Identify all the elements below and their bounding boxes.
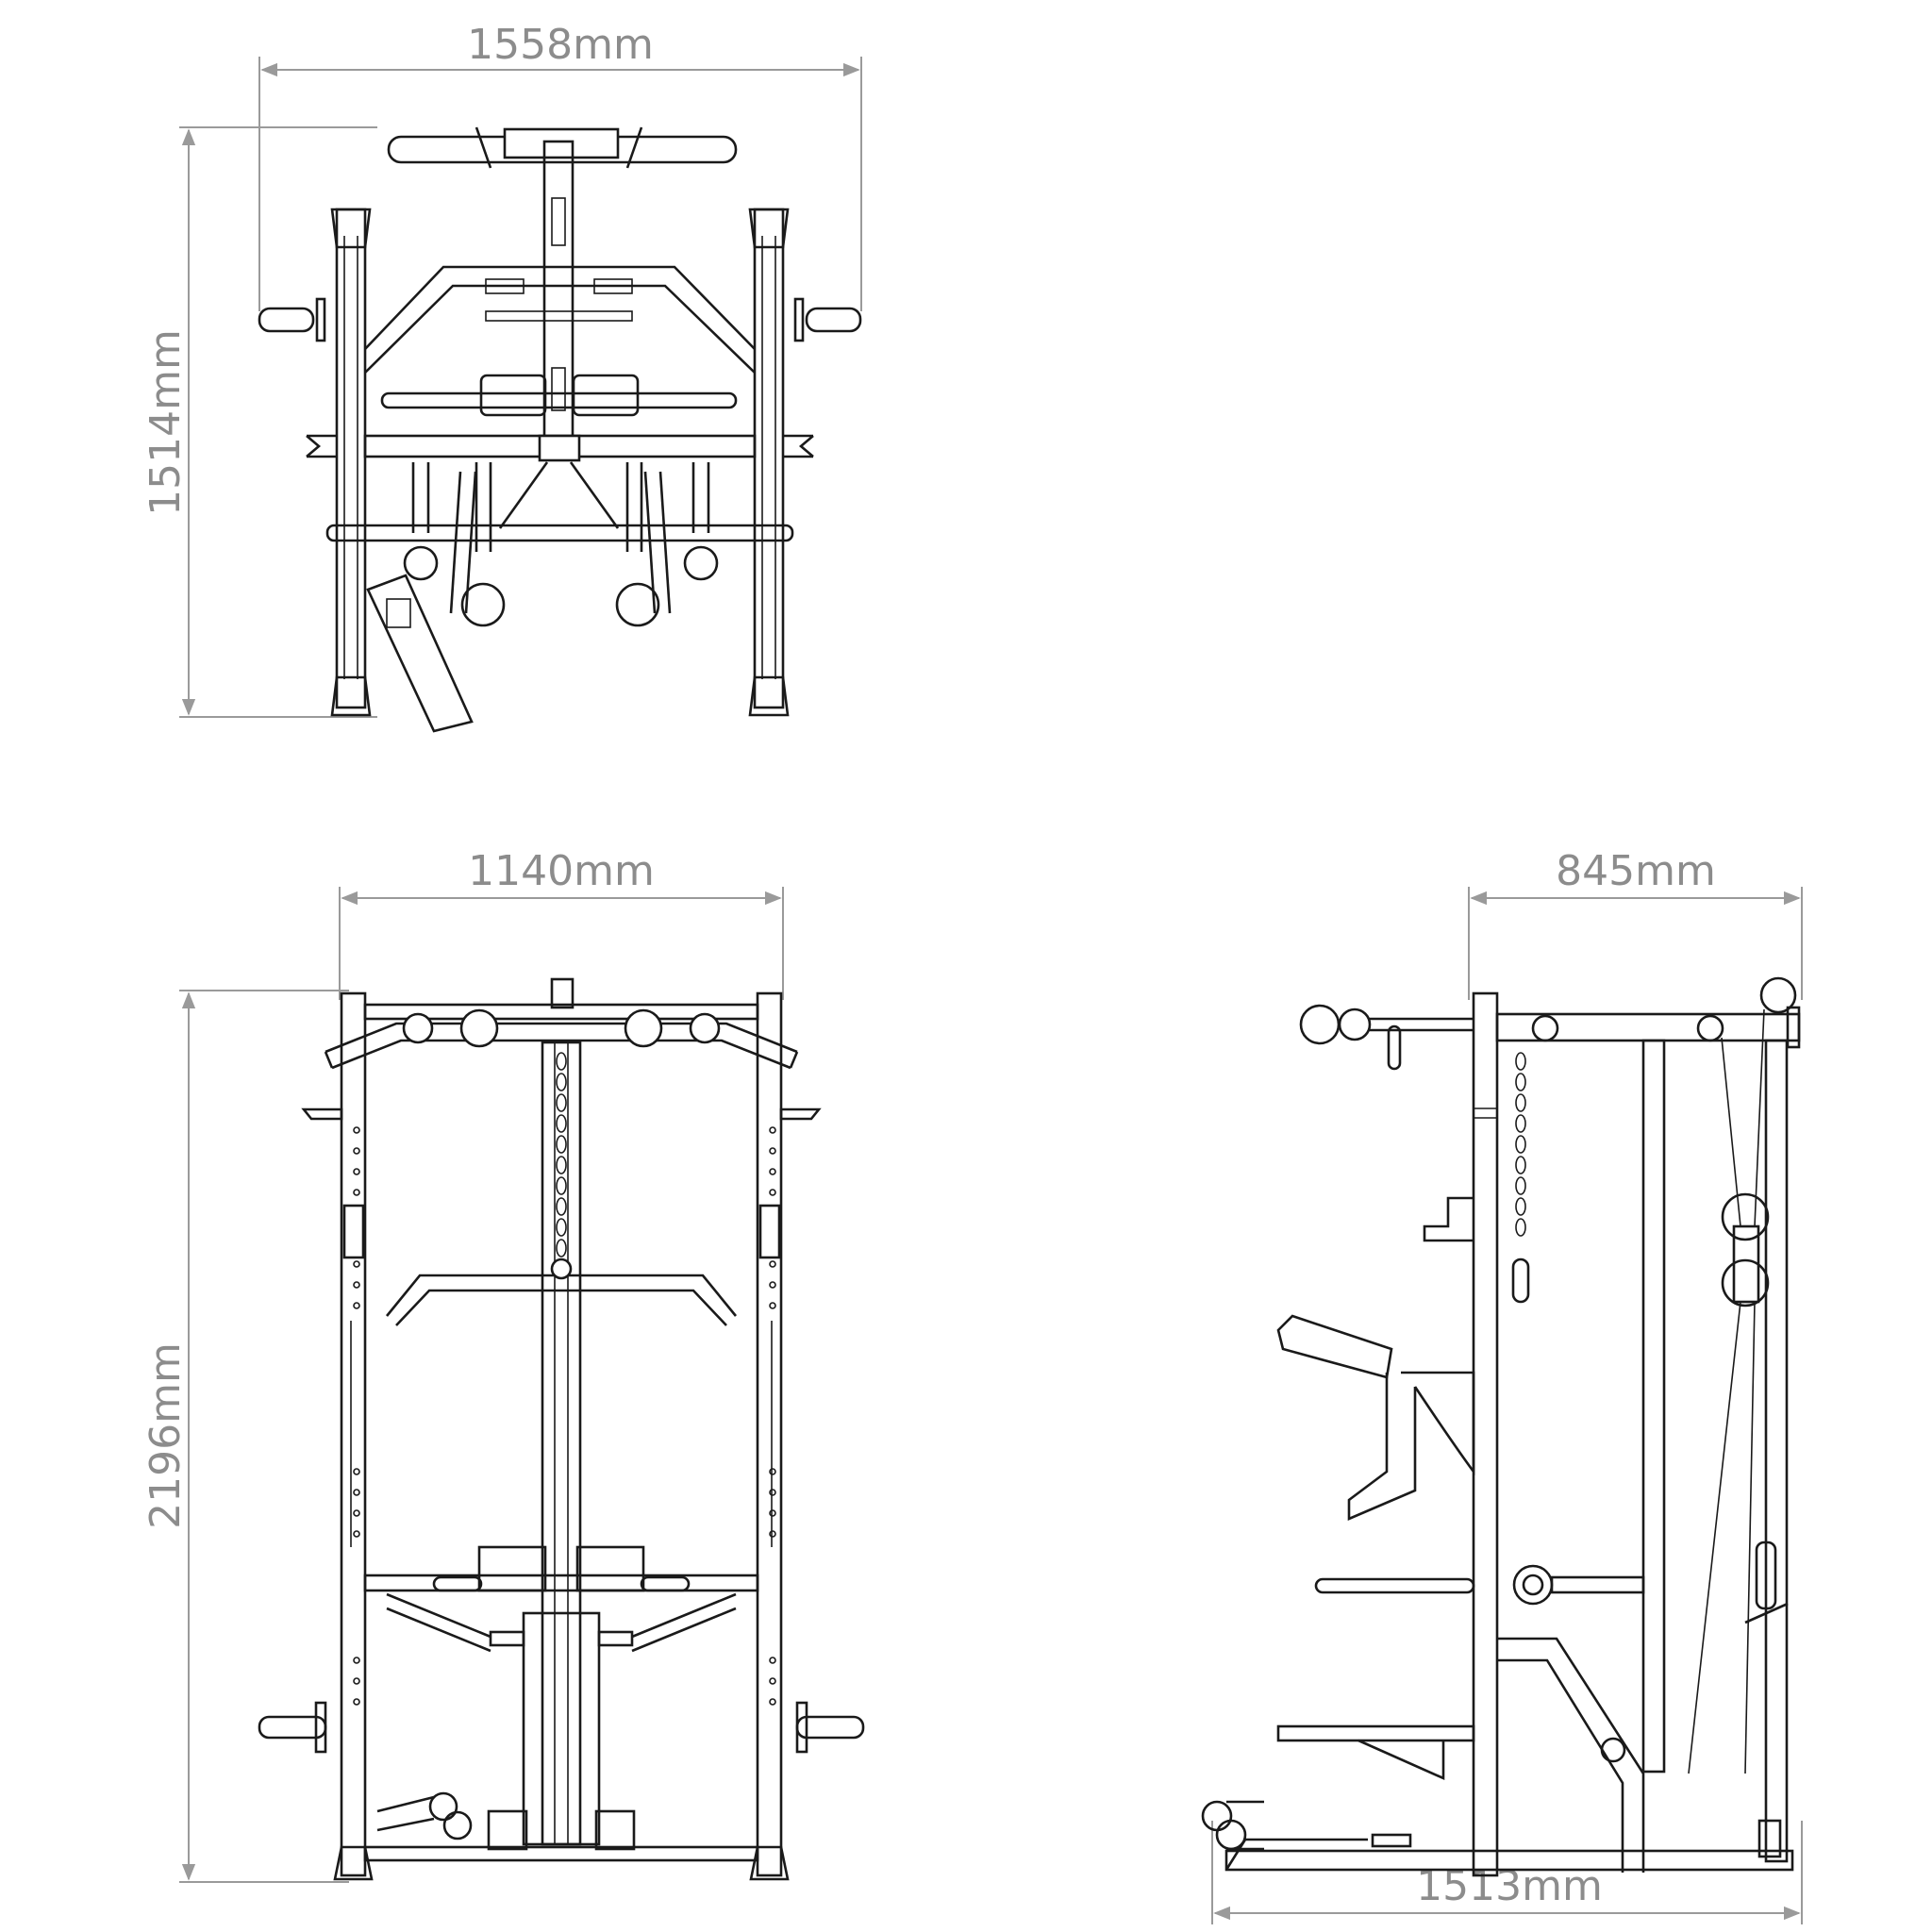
front-top-crossbar: [363, 1003, 759, 1021]
side-bottom-dimension: 1513mm: [1211, 1821, 1803, 1924]
grip-ball-1: [403, 545, 439, 581]
side-view: 845mm 1513mm: [1201, 847, 1803, 1924]
right-weight-horn: [805, 307, 862, 333]
side-grip-ball-2: [1338, 1008, 1372, 1041]
left-j-hook: [342, 1204, 365, 1259]
right-j-hook: [758, 1204, 781, 1259]
pull-up-bar: [325, 1022, 798, 1054]
front-right-upright: [756, 991, 783, 1877]
right-top-cap: [748, 208, 790, 249]
side-top-depth-label: 845mm: [1556, 847, 1716, 895]
center-column: [541, 1041, 582, 1846]
grip-ball-3: [460, 582, 506, 627]
top-pulley: [550, 977, 575, 1009]
side-horn: [1314, 1577, 1475, 1594]
front-seat-right: [575, 1545, 645, 1592]
front-ball-2: [459, 1008, 499, 1048]
side-top-frame: [1495, 1012, 1801, 1042]
side-j-hook: [1423, 1196, 1474, 1242]
side-lower-frame: [1497, 1637, 1645, 1873]
lat-bar: [364, 265, 756, 350]
front-chain: [556, 1052, 567, 1257]
front-ball-4: [689, 1012, 721, 1044]
side-main-upright: [1472, 991, 1499, 1877]
side-grip-ball-1: [1299, 1004, 1341, 1045]
leg-bracket: [1347, 1373, 1417, 1521]
front-left-upright: [340, 991, 367, 1877]
front-view: 1140mm 2196mm: [142, 847, 865, 1883]
side-back-post: [1764, 1039, 1789, 1863]
floating-pulley-bottom: [1721, 1258, 1770, 1307]
seat-left: [479, 374, 547, 417]
right-upright: [753, 208, 785, 709]
side-chain-handle: [1511, 1257, 1530, 1304]
side-chain: [1515, 1052, 1526, 1237]
front-width-dimension: 1140mm: [339, 847, 784, 1000]
right-upright-holes: [769, 1126, 776, 1706]
left-upright: [335, 208, 367, 709]
floating-pulley-top: [1721, 1192, 1770, 1241]
seat-right: [572, 374, 640, 417]
height-label: 2196mm: [142, 1342, 190, 1529]
side-weight-plate: [1512, 1564, 1554, 1606]
height-dimension: 2196mm: [142, 990, 349, 1883]
leg-rest: [1276, 1314, 1393, 1379]
top-bar-bracket: [503, 127, 620, 159]
side-spotter-arm: [1276, 1724, 1475, 1742]
top-depth-label: 1514mm: [142, 329, 190, 516]
front-ball-1: [402, 1012, 434, 1044]
front-ball-3: [624, 1008, 663, 1048]
top-view: 1558mm 1514mm: [142, 21, 862, 733]
front-width-label: 1140mm: [468, 847, 655, 895]
center-beam: [542, 140, 575, 445]
top-width-label: 1558mm: [467, 21, 654, 69]
dip-bar: [325, 524, 794, 542]
side-top-dimension: 845mm: [1468, 847, 1803, 1000]
front-base: [363, 1845, 759, 1862]
front-seat-beam: [363, 1574, 759, 1592]
front-seat-left: [477, 1545, 547, 1592]
front-lower-column: [522, 1611, 601, 1846]
left-upright-holes: [353, 1126, 360, 1706]
side-rear-horn: [1755, 1541, 1777, 1610]
grip-ball-2: [683, 545, 719, 581]
roller-bar: [380, 391, 738, 409]
left-weight-horn: [258, 307, 315, 333]
side-pulley-1: [1531, 1014, 1559, 1042]
left-bottom-cap: [330, 675, 372, 717]
top-depth-dimension: 1514mm: [142, 126, 377, 718]
right-bottom-cap: [748, 675, 790, 717]
grip-ball-4: [615, 582, 660, 627]
side-rear-column: [1641, 1039, 1666, 1774]
side-pulley-2: [1696, 1014, 1724, 1042]
landmine-arm: [366, 574, 474, 733]
side-base: [1224, 1849, 1794, 1872]
front-lat-bar: [385, 1274, 738, 1317]
top-width-dimension: 1558mm: [258, 21, 862, 311]
side-pulley-3: [1759, 976, 1797, 1014]
left-top-cap: [330, 208, 372, 249]
